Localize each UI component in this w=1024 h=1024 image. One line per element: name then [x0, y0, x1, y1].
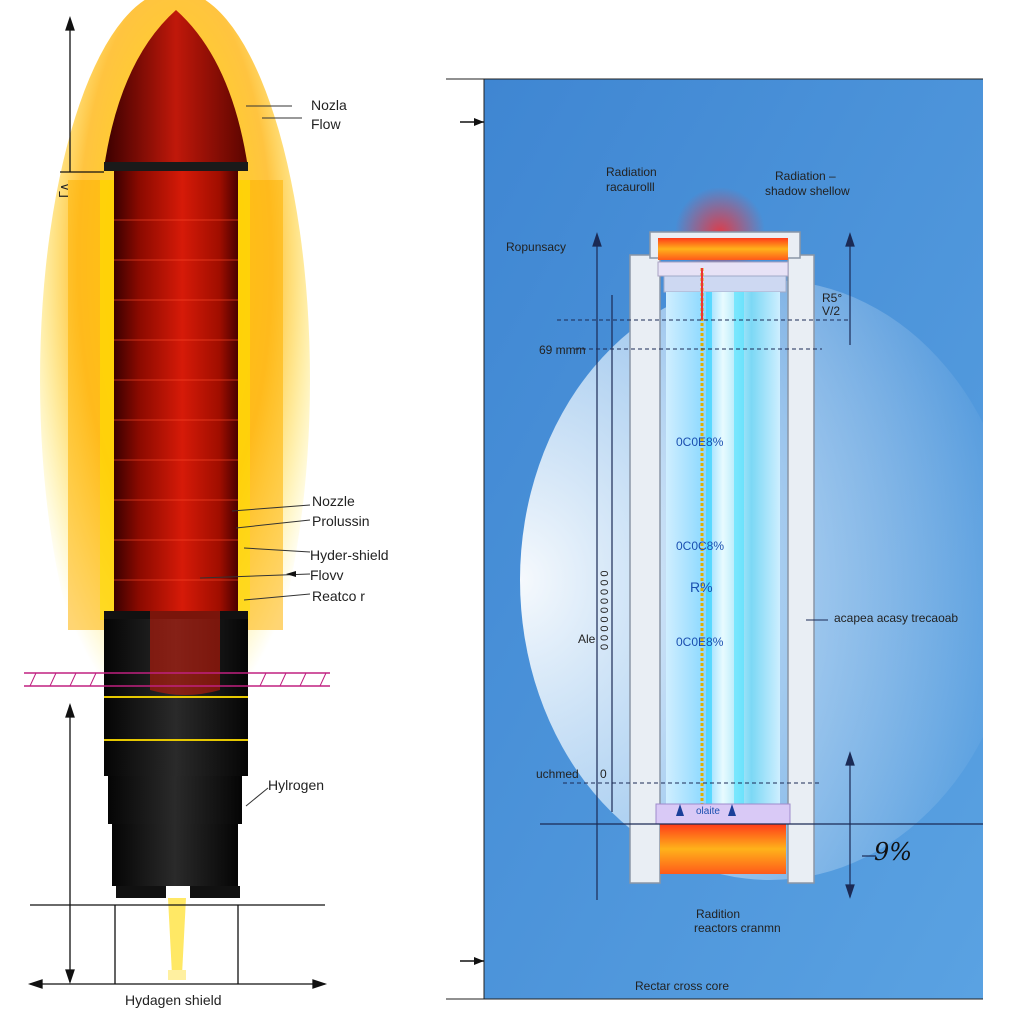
- label-reactor: Reatco r: [312, 588, 365, 604]
- label-percent-big: 9%: [874, 838, 913, 866]
- label-dim-tr-1: R5°: [822, 291, 843, 305]
- left-leader-lines: [199, 105, 311, 807]
- reactor-dashed-lines: [557, 319, 850, 784]
- label-uchmed: uchmed: [536, 767, 579, 781]
- label-radiation-tr-1: Radiation –: [775, 169, 836, 183]
- label-pct-3: 0C0E8%: [676, 635, 724, 649]
- reactor-panel: [446, 78, 1020, 1000]
- reactor-dimension-lines: [592, 232, 876, 900]
- label-ropunsacy: Ropunsacy: [506, 240, 567, 254]
- nose-ring: [104, 162, 248, 171]
- label-pct-1: 0C0E8%: [676, 435, 724, 449]
- label-propulsion: Prolussin: [312, 513, 370, 529]
- body-stripes: [114, 219, 238, 581]
- reactor-core: [666, 292, 780, 804]
- rocket: [24, 0, 330, 989]
- label-pct-2: 0C0C8%: [676, 539, 725, 553]
- nozzle-section: [108, 776, 242, 824]
- label-vertical-text: 0 0 0 0 0 0 0 0 0: [599, 570, 611, 650]
- reactor-wall-right: [787, 254, 815, 884]
- bottom-hot-plate: [660, 824, 786, 874]
- label-ale: Ale: [578, 632, 596, 646]
- label-radiation-tl-1: Radiation: [606, 165, 657, 179]
- caption: Rectar cross core: [635, 979, 730, 993]
- label-hydrogen-shield: Hydagen shield: [125, 992, 222, 1008]
- label-dim-tr-2: V/2: [822, 304, 841, 318]
- label-small-b: 0: [600, 767, 607, 781]
- top-hot-plate: [658, 238, 788, 260]
- label-radiation-bottom-2: reactors cranmn: [694, 921, 781, 935]
- nose-cone: [104, 10, 248, 168]
- label-side-mark: ᒥ∧: [57, 182, 71, 198]
- exhaust-beam: [168, 898, 186, 975]
- label-pct-mid: R%: [690, 579, 713, 595]
- label-base: olaite: [696, 806, 720, 817]
- label-nozzle: Nozzle: [312, 493, 355, 509]
- rocket-body: [114, 171, 238, 611]
- label-hyder-shield: Hyder-shield: [310, 547, 389, 563]
- label-radiation-bottom-1: Radition: [696, 907, 741, 921]
- label-flow: Flovv: [310, 567, 344, 583]
- label-hydrogen: Hylrogen: [268, 777, 325, 793]
- label-escape: acapea acasy trecaoab: [834, 611, 959, 625]
- label-nozzle-top: Nozla: [311, 97, 347, 113]
- reactor-wall-left: [629, 254, 661, 884]
- label-radiation-tl-2: racaurolll: [606, 180, 655, 194]
- label-dim-left: 69 mmm: [539, 343, 586, 357]
- base-plate: [655, 803, 791, 825]
- label-radiation-tr-2: shadow shellow: [765, 184, 850, 198]
- label-flow-top: Flow: [311, 116, 341, 132]
- left-dimension-lines: [27, 15, 328, 989]
